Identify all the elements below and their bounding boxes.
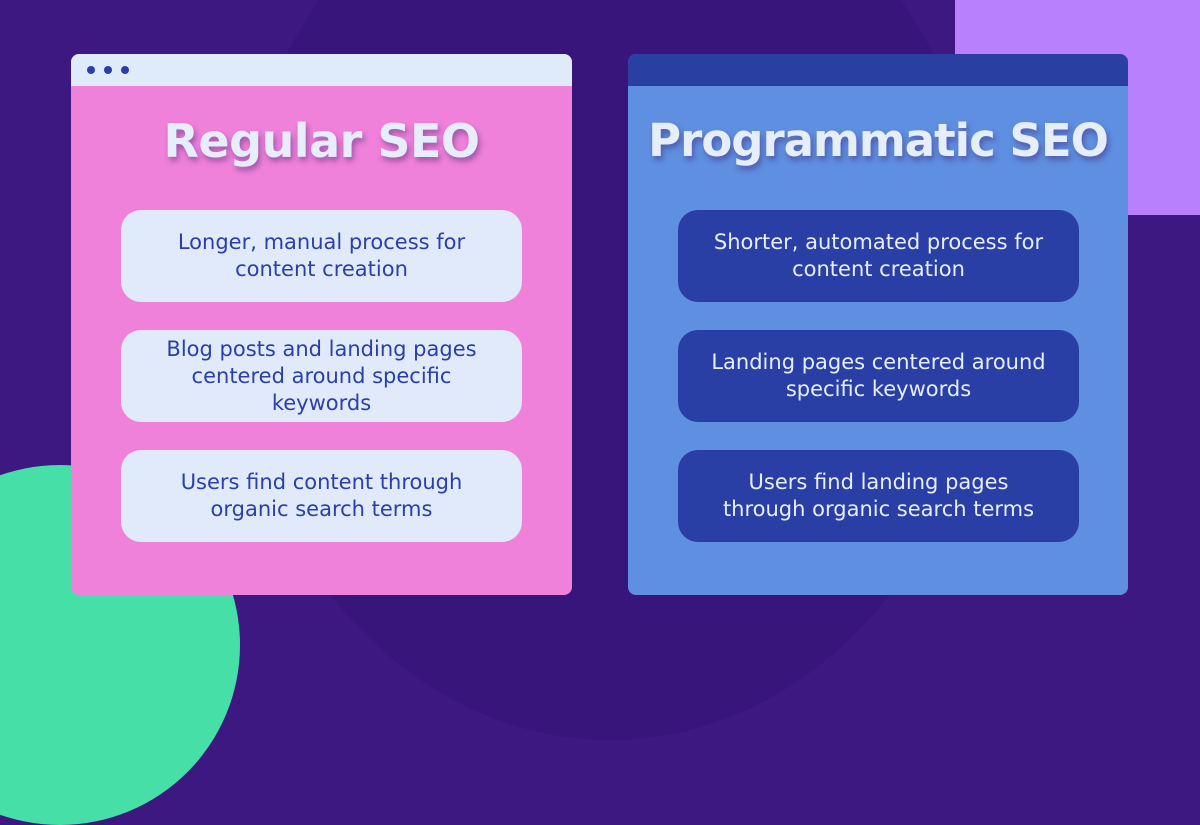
window-titlebar	[71, 54, 572, 86]
comparison-item: Users find content through organic searc…	[121, 450, 522, 542]
comparison-item: Blog posts and landing pages centered ar…	[121, 330, 522, 422]
card-title: Regular SEO	[163, 114, 480, 168]
window-titlebar	[628, 54, 1128, 86]
regular-seo-card: Regular SEO Longer, manual process for c…	[71, 54, 572, 595]
comparison-item: Users find landing pages through organic…	[678, 450, 1079, 542]
comparison-item: Shorter, automated process for content c…	[678, 210, 1079, 302]
window-dot-icon	[104, 66, 112, 74]
comparison-item: Longer, manual process for content creat…	[121, 210, 522, 302]
comparison-item: Landing pages centered around specific k…	[678, 330, 1079, 422]
programmatic-seo-card: Programmatic SEO Shorter, automated proc…	[628, 54, 1128, 595]
card-title: Programmatic SEO	[648, 114, 1109, 167]
window-dot-icon	[87, 66, 95, 74]
window-dot-icon	[121, 66, 129, 74]
